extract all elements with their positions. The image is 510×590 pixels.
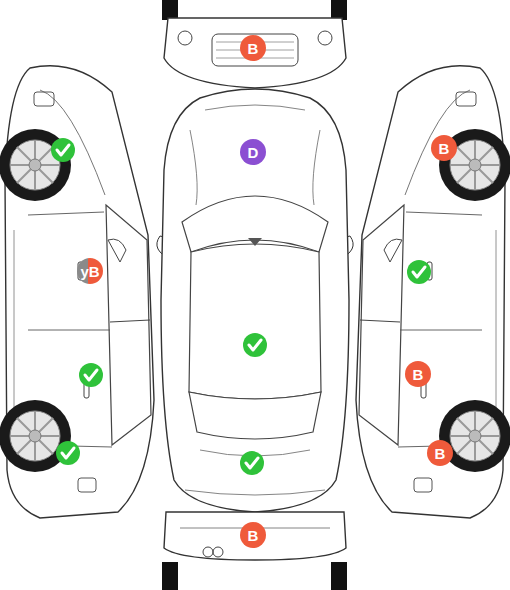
damage-marker: yB bbox=[77, 258, 103, 284]
damage-marker: B bbox=[431, 135, 457, 161]
marker-letter: B bbox=[248, 528, 259, 543]
marker-letter: B bbox=[413, 367, 424, 382]
damage-marker: B bbox=[427, 440, 453, 466]
marker-letter: B bbox=[435, 446, 446, 461]
damage-marker: D bbox=[240, 139, 266, 165]
marker-letter: D bbox=[248, 145, 259, 160]
damage-marker: B bbox=[240, 35, 266, 61]
marker-letter: B bbox=[248, 41, 259, 56]
marker-letter: yB bbox=[80, 264, 99, 279]
damage-marker: B bbox=[240, 522, 266, 548]
damage-marker: B bbox=[405, 361, 431, 387]
marker-letter: B bbox=[439, 141, 450, 156]
